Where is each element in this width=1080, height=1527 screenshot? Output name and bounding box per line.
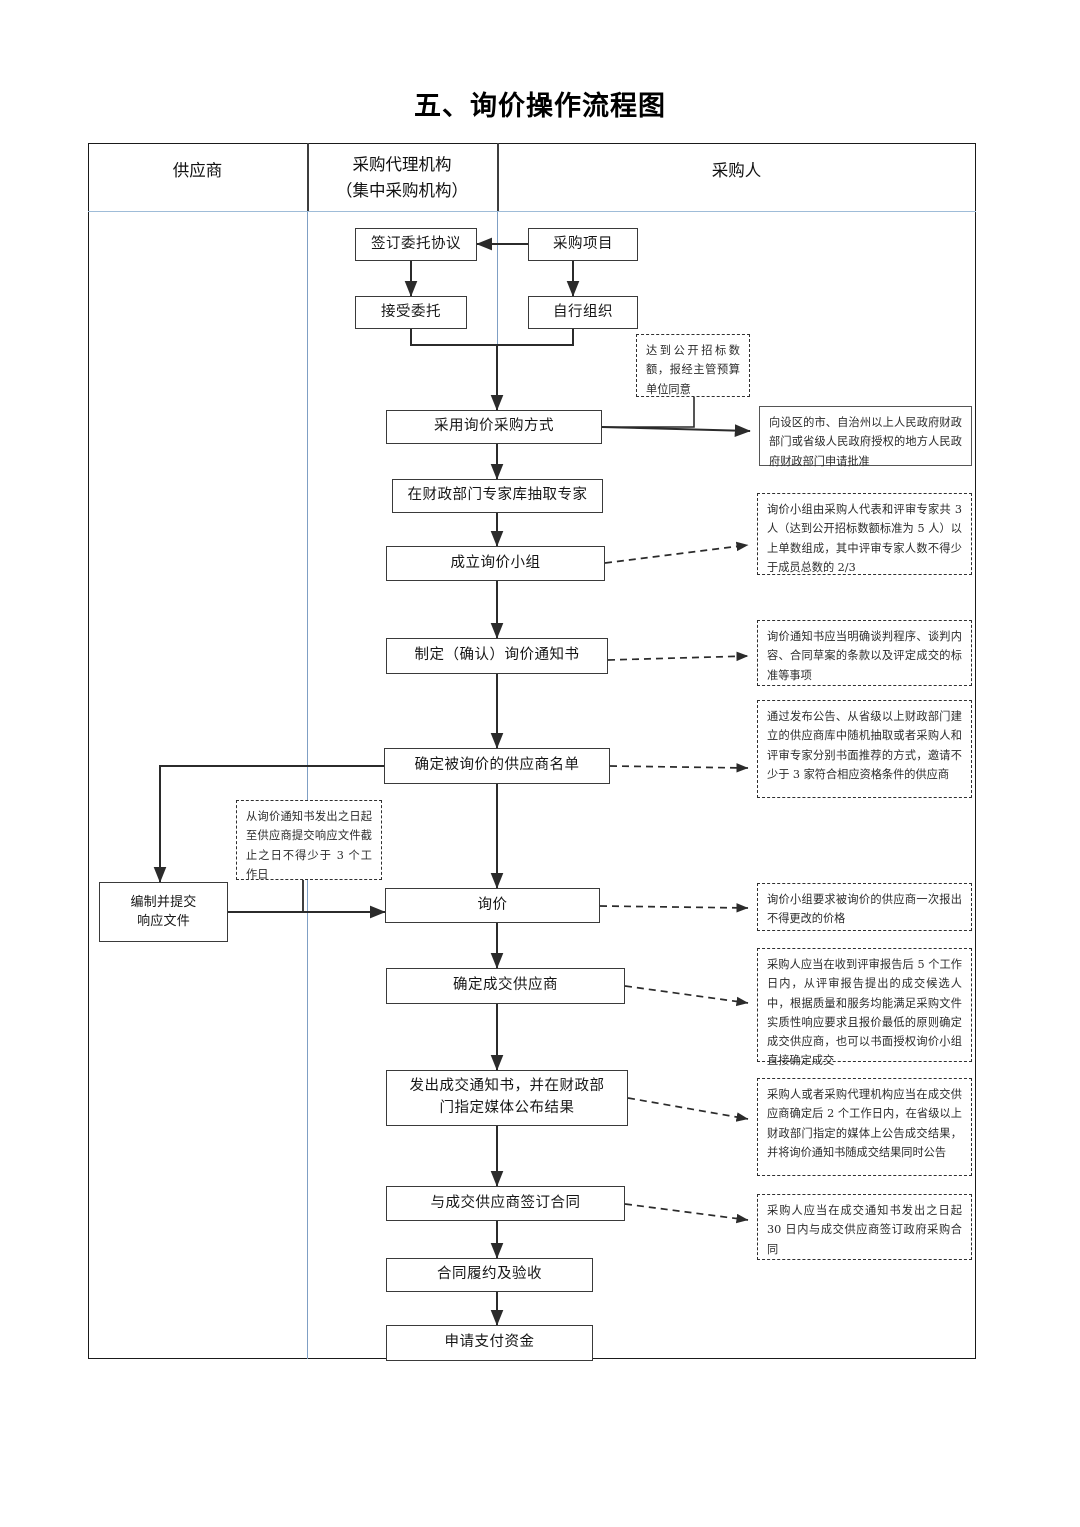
lane-header-divider-right (497, 143, 499, 211)
lane-header-divider-left (307, 143, 309, 211)
node-form-group[interactable]: 成立询价小组 (386, 546, 605, 581)
node-adopt-inquiry[interactable]: 采用询价采购方式 (386, 410, 602, 444)
node-determine-winner[interactable]: 确定成交供应商 (386, 968, 625, 1004)
node-self-organize[interactable]: 自行组织 (528, 296, 638, 329)
note-apply-approval: 向设区的市、自治州以上人民政府财政部门或省级人民政府授权的地方人民政府财政部门申… (759, 406, 972, 468)
lane-header-supplier: 供应商 (172, 161, 223, 180)
note-announce-result: 采购人或者采购代理机构应当在成交供应商确定后 2 个工作日内，在省级以上财政部门… (757, 1078, 972, 1176)
note-inquiry-group-composition: 询价小组由采购人代表和评审专家共 3 人（达到公开招标数额标准为 5 人）以上单… (757, 493, 972, 575)
node-sign-contract[interactable]: 与成交供应商签订合同 (386, 1186, 625, 1221)
lane-header-agency-line2: （集中采购机构） (336, 180, 468, 200)
node-draw-experts[interactable]: 在财政部门专家库抽取专家 (392, 479, 603, 513)
node-issue-notice[interactable]: 发出成交通知书，并在财政部 门指定媒体公布结果 (386, 1070, 628, 1126)
node-apply-payment[interactable]: 申请支付资金 (386, 1325, 593, 1361)
node-accept-entrust[interactable]: 接受委托 (355, 296, 467, 329)
lane-header-purchaser: 采购人 (711, 161, 762, 180)
page-title: 五、询价操作流程图 (414, 91, 666, 122)
node-issue-notice-line1: 发出成交通知书，并在财政部 (409, 1078, 605, 1095)
node-issue-notice-line2: 门指定媒体公布结果 (439, 1100, 575, 1116)
lane-divider-supplier-agency (307, 143, 309, 1359)
node-sign-entrust[interactable]: 签订委托协议 (355, 228, 477, 261)
note-determine-winner-rule: 采购人应当在收到评审报告后 5 个工作日内，从评审报告提出的成交候选人中，根据质… (757, 948, 972, 1067)
node-determine-suppliers[interactable]: 确定被询价的供应商名单 (384, 748, 610, 784)
note-open-tender-threshold: 达到公开招标数额，报经主管预算单位同意 (636, 334, 750, 397)
node-prepare-response[interactable]: 编制并提交 响应文件 (99, 882, 228, 942)
lane-header-agency: 采购代理机构 （集中采购机构） (307, 152, 497, 203)
node-prepare-response-line1: 编制并提交 (130, 894, 197, 910)
node-prepare-response-line2: 响应文件 (137, 914, 190, 929)
node-procurement-project[interactable]: 采购项目 (528, 228, 638, 261)
note-one-time-quote: 询价小组要求被询价的供应商一次报出不得更改的价格 (757, 883, 972, 931)
lane-header-agency-line1: 采购代理机构 (352, 155, 452, 174)
note-sign-contract-rule: 采购人应当在成交通知书发出之日起 30 日内与成交供应商签订政府采购合同 (757, 1194, 972, 1260)
note-notice-content: 询价通知书应当明确谈判程序、谈判内容、合同草案的条款以及评定成交的标准等事项 (757, 620, 972, 686)
lane-header-rule (88, 211, 976, 213)
note-response-deadline: 从询价通知书发出之日起至供应商提交响应文件截止之日不得少于 3 个工作日 (236, 800, 382, 881)
node-make-notice[interactable]: 制定（确认）询价通知书 (386, 638, 608, 674)
note-supplier-selection: 通过发布公告、从省级以上财政部门建立的供应商库中随机抽取或者采购人和评审专家分别… (757, 700, 972, 798)
node-contract-performance[interactable]: 合同履约及验收 (386, 1258, 593, 1292)
node-inquiry[interactable]: 询价 (385, 888, 600, 923)
